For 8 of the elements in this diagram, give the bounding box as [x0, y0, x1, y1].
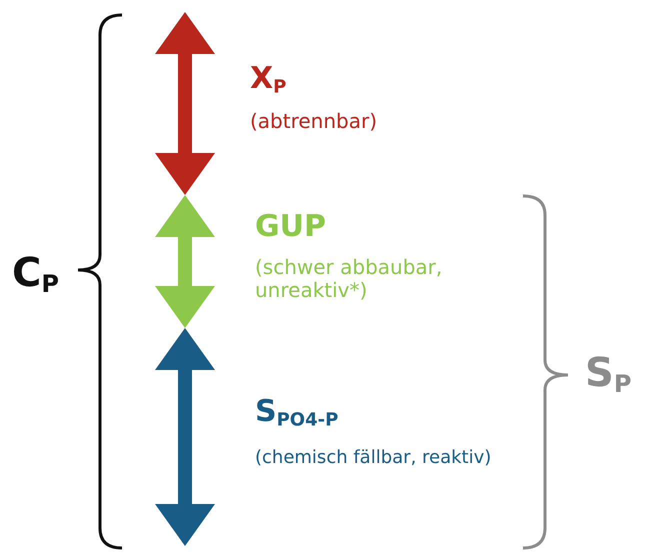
description-text: (chemisch fällbar, reaktiv): [255, 448, 492, 469]
variable-label: GUP: [255, 210, 326, 244]
variable-label: S$_{P}$: [585, 350, 632, 399]
variable-label: C$_{P}$: [12, 250, 59, 299]
description-text: (abtrennbar): [250, 110, 378, 133]
description-text: (schwer abbaubar, unreaktiv*): [255, 256, 444, 302]
variable-label: S$_{PO4-P}$: [255, 395, 338, 432]
variable-label: X$_{P}$: [250, 62, 286, 98]
